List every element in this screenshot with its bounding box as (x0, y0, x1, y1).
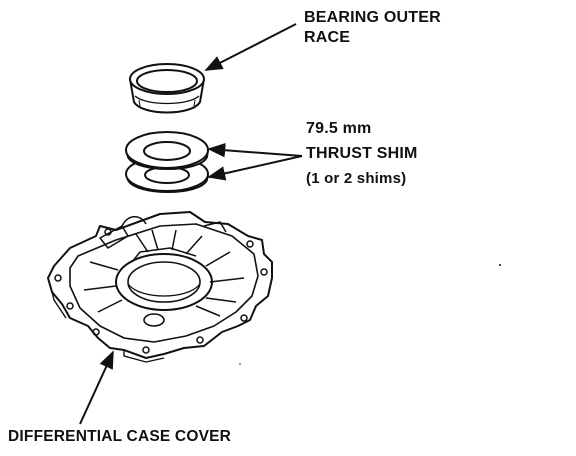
label-bearing-line2: RACE (304, 29, 351, 46)
label-shim-name: THRUST SHIM (306, 145, 418, 162)
label-bearing-outer-race: BEARING OUTER RACE (304, 8, 441, 48)
arrow-thrust-shim-upper (207, 143, 303, 158)
label-bearing-line1: BEARING OUTER (304, 9, 441, 26)
label-shim-count: (1 or 2 shims) (306, 170, 407, 187)
label-differential-case-cover: DIFFERENTIAL CASE COVER (8, 428, 232, 445)
scan-speck (239, 363, 241, 365)
differential-case-cover (47, 211, 273, 363)
leader-arrows (79, 23, 303, 425)
label-shim-size: 79.5 mm (306, 120, 372, 137)
bearing-outer-race (129, 63, 205, 114)
arrow-differential-case-cover (79, 350, 114, 425)
thrust-shim-upper (125, 131, 209, 170)
label-thrust-shim: 79.5 mm THRUST SHIM (1 or 2 shims) (306, 116, 418, 191)
arrow-thrust-shim-lower (207, 155, 303, 181)
scan-speck (499, 264, 501, 266)
arrow-bearing-outer-race (204, 23, 297, 71)
